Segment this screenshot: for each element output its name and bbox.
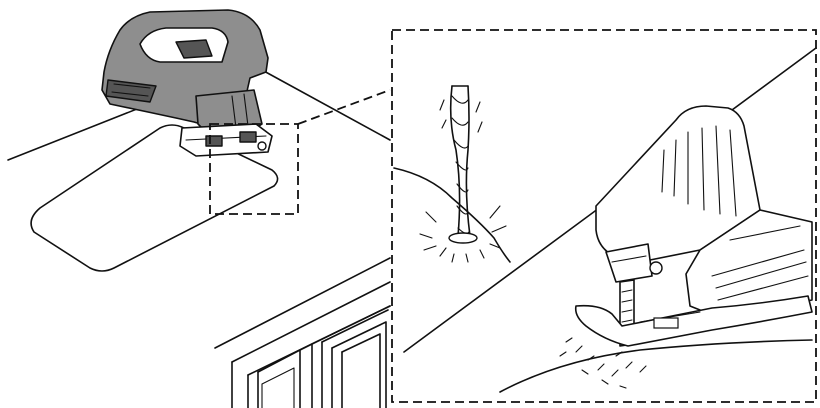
jigsaw-tool <box>101 9 273 157</box>
jigsaw-closeup <box>499 105 813 393</box>
cabinet <box>231 305 391 408</box>
callout-region <box>209 123 299 215</box>
drill-bit <box>419 85 507 263</box>
detail-panel <box>391 29 817 403</box>
cutout-outline <box>30 124 279 272</box>
callout-leader <box>297 89 391 125</box>
overview-scene <box>7 9 391 408</box>
